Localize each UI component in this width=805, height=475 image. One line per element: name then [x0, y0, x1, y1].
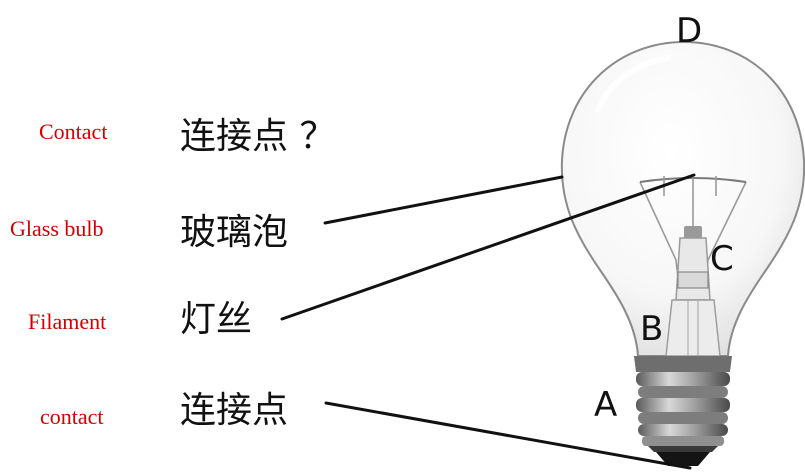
row-2-english-label: Glass bulb — [10, 216, 104, 241]
row-3-chinese-label: 灯丝 — [180, 299, 252, 340]
leader-line-contact — [324, 401, 692, 470]
letter-a: A — [594, 385, 617, 425]
row-2-chinese-label: 玻璃泡 — [180, 212, 288, 253]
row-3-english-label: Filament — [28, 309, 106, 334]
contact-tip — [656, 452, 710, 466]
row-1-english-label: Contact — [39, 119, 107, 144]
row-4-english-label: contact — [40, 404, 104, 429]
glass-bulb-shape — [560, 40, 805, 357]
letter-d: D — [676, 11, 702, 51]
leader-line-filament — [280, 173, 696, 321]
letter-b: B — [640, 309, 663, 349]
leader-line-glass-bulb — [323, 175, 564, 225]
letter-c: C — [710, 239, 734, 279]
leader-lines — [280, 173, 696, 470]
screw-base — [634, 356, 732, 452]
glass-highlight — [595, 55, 671, 113]
row-4-chinese-label: 连接点 — [180, 390, 288, 431]
light-bulb-icon — [560, 40, 805, 466]
row-1-chinese-label: 连接点 ？ — [180, 116, 335, 157]
glass-stem — [665, 226, 721, 357]
